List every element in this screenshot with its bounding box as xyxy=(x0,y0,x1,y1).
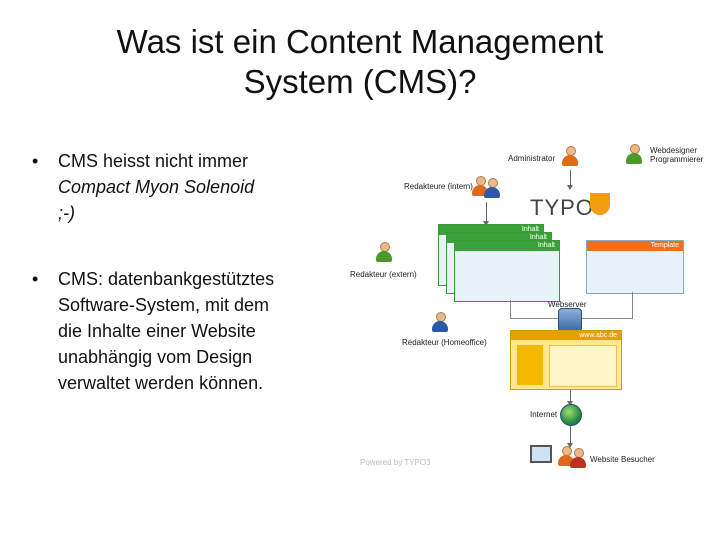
window-title: Inhalt xyxy=(447,233,551,243)
redakteur-intern-person-icon xyxy=(472,176,488,196)
template-window: Template xyxy=(586,240,684,294)
label-redakteur-homeoffice: Redakteur (Homeoffice) xyxy=(402,338,487,347)
bullet-text: unabhängig vom Design xyxy=(58,347,253,367)
window-title: Inhalt xyxy=(439,225,543,235)
bullet-text-smiley: ;-) xyxy=(58,203,75,223)
monitor-icon xyxy=(530,445,552,463)
bullet-list: • CMS heisst nicht immer Compact Myon So… xyxy=(30,148,340,436)
label-internet: Internet xyxy=(530,410,558,419)
title-line-2: System (CMS)? xyxy=(243,63,477,100)
window-title: Inhalt xyxy=(455,241,559,251)
arrow-down-icon xyxy=(483,202,489,226)
bullet-item-cms-meaning: • CMS heisst nicht immer Compact Myon So… xyxy=(30,148,340,226)
template-title: Template xyxy=(587,241,683,251)
label-webserver: Webserver xyxy=(548,300,587,309)
webserver-icon xyxy=(558,308,582,332)
arrow-down-icon xyxy=(567,426,573,448)
label-webdesigner: Webdesigner xyxy=(650,146,697,155)
website-url: www.abc.de xyxy=(511,331,621,340)
website-sidebar xyxy=(517,345,543,385)
label-redakteur-extern: Redakteur (extern) xyxy=(350,270,417,279)
cms-diagram: Administrator Webdesigner Programmierer … xyxy=(340,120,720,480)
label-administrator: Administrator xyxy=(508,154,556,163)
connector-line xyxy=(510,300,561,319)
redakteur-extern-person-icon xyxy=(376,242,392,262)
slide-title: Was ist ein Content Management System (C… xyxy=(40,22,680,102)
bullet-icon: • xyxy=(32,151,39,171)
bullet-text: die Inhalte einer Website xyxy=(58,321,256,341)
label-website-besucher: Website Besucher xyxy=(590,455,655,464)
visitor-person-icon xyxy=(558,446,574,466)
label-programmierer: Programmierer xyxy=(650,155,704,164)
bullet-icon: • xyxy=(32,269,39,289)
bullet-text: CMS: datenbankgestütztes xyxy=(58,269,275,289)
bullet-text: CMS heisst nicht immer xyxy=(58,151,249,171)
arrow-down-icon xyxy=(567,390,573,406)
bullet-text: verwaltet werden können. xyxy=(58,373,264,393)
connector-line xyxy=(580,292,633,319)
bullet-item-cms-definition: • CMS: datenbankgestütztes Software-Syst… xyxy=(30,266,340,396)
redakteur-intern-person-icon xyxy=(484,178,500,198)
redakteur-homeoffice-person-icon xyxy=(432,312,448,332)
webdesigner-person-icon xyxy=(626,144,642,164)
powered-by-text: Powered by TYPO3 xyxy=(360,458,431,467)
label-redakteure-intern: Redakteure (intern) xyxy=(404,182,473,191)
bullet-text: Software-System, mit dem xyxy=(58,295,270,315)
bullet-text-italic: Compact Myon Solenoid xyxy=(58,177,255,197)
website-content xyxy=(549,345,617,387)
typo3-logo-icon xyxy=(590,193,610,215)
website-preview: www.abc.de xyxy=(510,330,622,390)
administrator-person-icon xyxy=(562,146,578,166)
visitor-person-icon xyxy=(570,448,586,468)
globe-icon xyxy=(560,404,582,426)
title-line-1: Was ist ein Content Management xyxy=(116,23,604,60)
content-window-front: Inhalt xyxy=(454,240,560,302)
arrow-down-icon xyxy=(567,170,573,190)
